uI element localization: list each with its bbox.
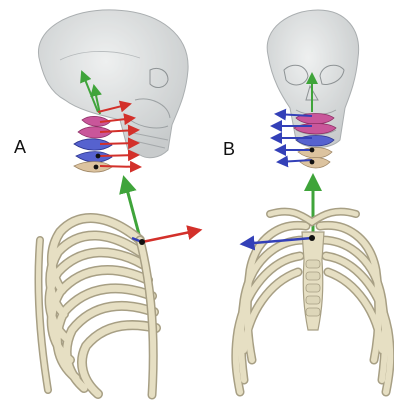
panel-b-label: B: [223, 140, 235, 158]
panel-a-rib-cage: [38, 218, 156, 395]
panel-a-label: A: [14, 138, 26, 156]
panel-a-skull: [38, 10, 188, 158]
panel-b-sternum: [302, 232, 324, 330]
